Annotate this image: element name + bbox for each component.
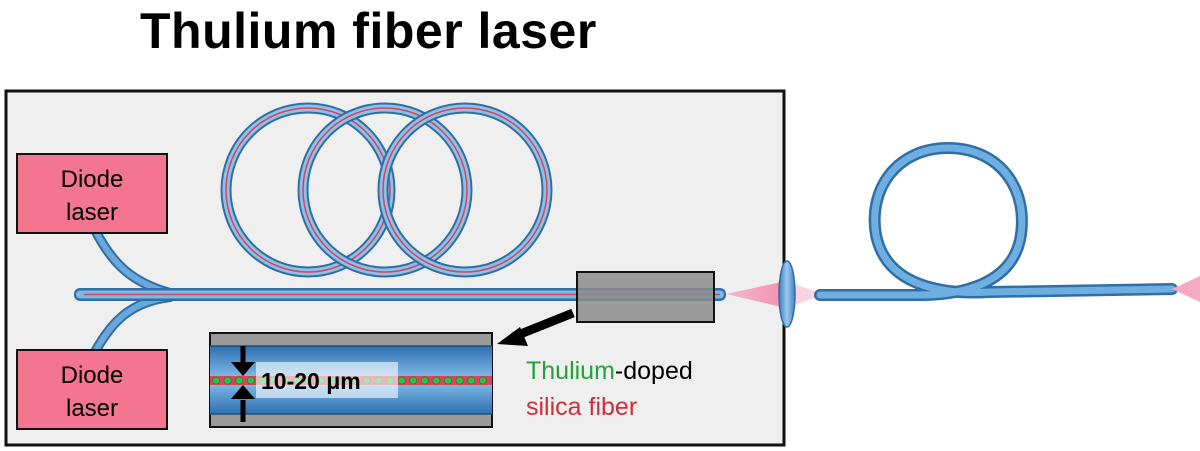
zoom-arrow <box>497 308 575 346</box>
fiber-inset: 10-20 μm <box>209 332 493 428</box>
delivery-fiber <box>814 141 1178 301</box>
diode-laser-top-line2: laser <box>66 199 118 226</box>
dopant-ion <box>444 376 452 385</box>
diode-laser-top: Diode laser <box>16 153 168 234</box>
core-label-backdrop <box>256 362 398 398</box>
diode-laser-bottom-line1: Diode <box>61 362 124 389</box>
dopant-ion <box>478 376 487 385</box>
fiber-segment-highlight <box>576 271 715 323</box>
diagram-title: Thulium fiber laser <box>140 3 597 59</box>
fiber-type-label-line1: Thulium-doped <box>526 357 693 385</box>
dopant-name: Thulium <box>526 357 615 385</box>
dopant-ion <box>223 376 232 385</box>
dopant-ion <box>397 376 406 385</box>
main-fiber <box>74 288 726 301</box>
dopant-ion <box>212 376 220 385</box>
core-diameter-label: 10-20 μm <box>261 368 361 394</box>
output-beam-left <box>726 281 786 308</box>
dopant-ion <box>455 376 464 385</box>
fiber-material-label: silica fiber <box>526 393 637 421</box>
dopant-ion <box>432 376 441 385</box>
fiber-coils <box>220 102 553 278</box>
dopant-ion <box>467 376 476 385</box>
dopant-ion <box>246 376 255 385</box>
output-beam-end <box>1172 276 1200 302</box>
dopant-ion <box>420 376 429 385</box>
dopant-ion <box>235 376 244 385</box>
dopant-ion <box>409 376 418 385</box>
dopant-suffix: -doped <box>615 357 693 385</box>
coupling-lens <box>778 260 796 328</box>
core-diameter-arrows <box>231 346 255 422</box>
diode-laser-bottom-line2: laser <box>66 395 118 422</box>
diode-laser-top-line1: Diode <box>61 166 124 193</box>
diode-laser-bottom: Diode laser <box>16 349 168 430</box>
